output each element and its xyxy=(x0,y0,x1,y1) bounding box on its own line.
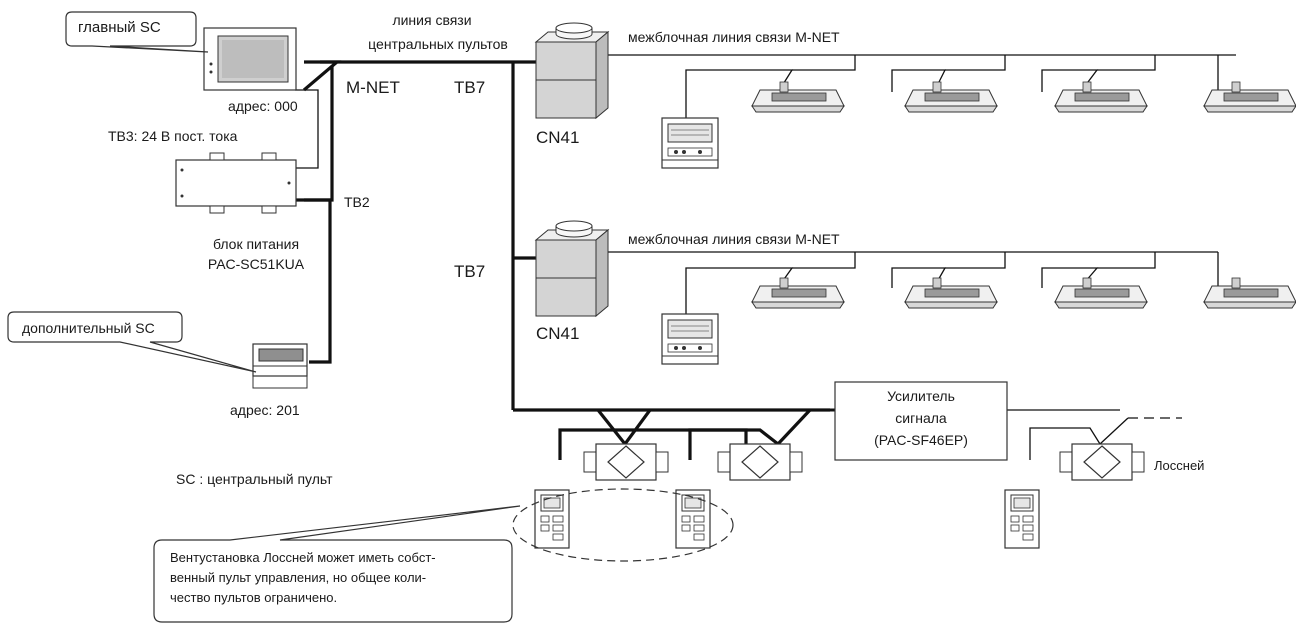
ceiling-cassette-icon xyxy=(1054,81,1148,113)
main-sc-callout xyxy=(65,11,209,53)
aux-sc-callout xyxy=(7,311,257,373)
ceiling-cassette-icon xyxy=(904,277,998,309)
aux-sc-label: дополнительный SC xyxy=(22,320,155,336)
remote-group-ellipse xyxy=(512,488,734,562)
remote-controller-icon xyxy=(661,117,719,169)
amplifier-label-3: (PAC-SF46EP) xyxy=(874,432,968,448)
lossnay-ventilator-icon xyxy=(1059,443,1145,481)
psu-label-1: блок питания xyxy=(212,236,300,252)
note-line-2: венный пульт управления, но общее коли- xyxy=(170,570,427,585)
outdoor-unit-icon xyxy=(535,22,609,119)
psu-label-2: PAC-SC51KUA xyxy=(207,256,305,272)
tb7-top-label: TB7 xyxy=(454,78,486,97)
remote-controller-icon xyxy=(661,313,719,365)
touch-panel-controller-icon xyxy=(203,27,297,91)
ceiling-cassette-icon xyxy=(904,81,998,113)
note-line-3: чество пультов ограничено. xyxy=(170,590,338,605)
central-line-label-1: линия связи xyxy=(392,12,472,28)
address-201-label: адрес: 201 xyxy=(230,402,300,418)
mnet-label: M-NET xyxy=(346,78,400,97)
main-sc-label: главный SC xyxy=(78,19,161,36)
ceiling-cassette-icon xyxy=(751,277,845,309)
amplifier-label-1: Усилитель xyxy=(887,388,955,404)
lossnay-ventilator-icon xyxy=(717,443,803,481)
signal-amplifier-box xyxy=(834,381,1008,461)
remote-controller-icon xyxy=(1004,489,1040,549)
central-line-label-2: центральных пультов xyxy=(368,36,508,52)
tb3-label: TB3: 24 В пост. тока xyxy=(108,128,238,144)
power-supply-unit-icon xyxy=(175,152,297,214)
address-000-label: адрес: 000 xyxy=(228,98,298,114)
interunit-mid-label: межблочная линия связи M-NET xyxy=(628,231,840,247)
wall-controller-icon xyxy=(252,343,308,389)
amplifier-label-2: сигнала xyxy=(895,410,947,426)
remote-controller-icon xyxy=(534,489,570,549)
tb7-mid-label: TB7 xyxy=(454,262,486,281)
interunit-top-label: межблочная линия связи M-NET xyxy=(628,29,840,45)
ceiling-cassette-icon xyxy=(751,81,845,113)
note-line-1: Вентустановка Лоссней может иметь собст- xyxy=(170,550,436,565)
sc-legend-label: SC : центральный пульт xyxy=(176,471,333,487)
outdoor-unit-icon xyxy=(535,220,609,317)
lossnay-label: Лоссней xyxy=(1154,458,1205,473)
tb2-label: TB2 xyxy=(344,194,370,210)
cn41-mid-label: CN41 xyxy=(536,324,580,343)
lossnay-note-callout xyxy=(153,505,521,623)
lossnay-ventilator-icon xyxy=(583,443,669,481)
cn41-top-label: CN41 xyxy=(536,128,580,147)
ceiling-cassette-icon xyxy=(1054,277,1148,309)
remote-controller-icon xyxy=(675,489,711,549)
